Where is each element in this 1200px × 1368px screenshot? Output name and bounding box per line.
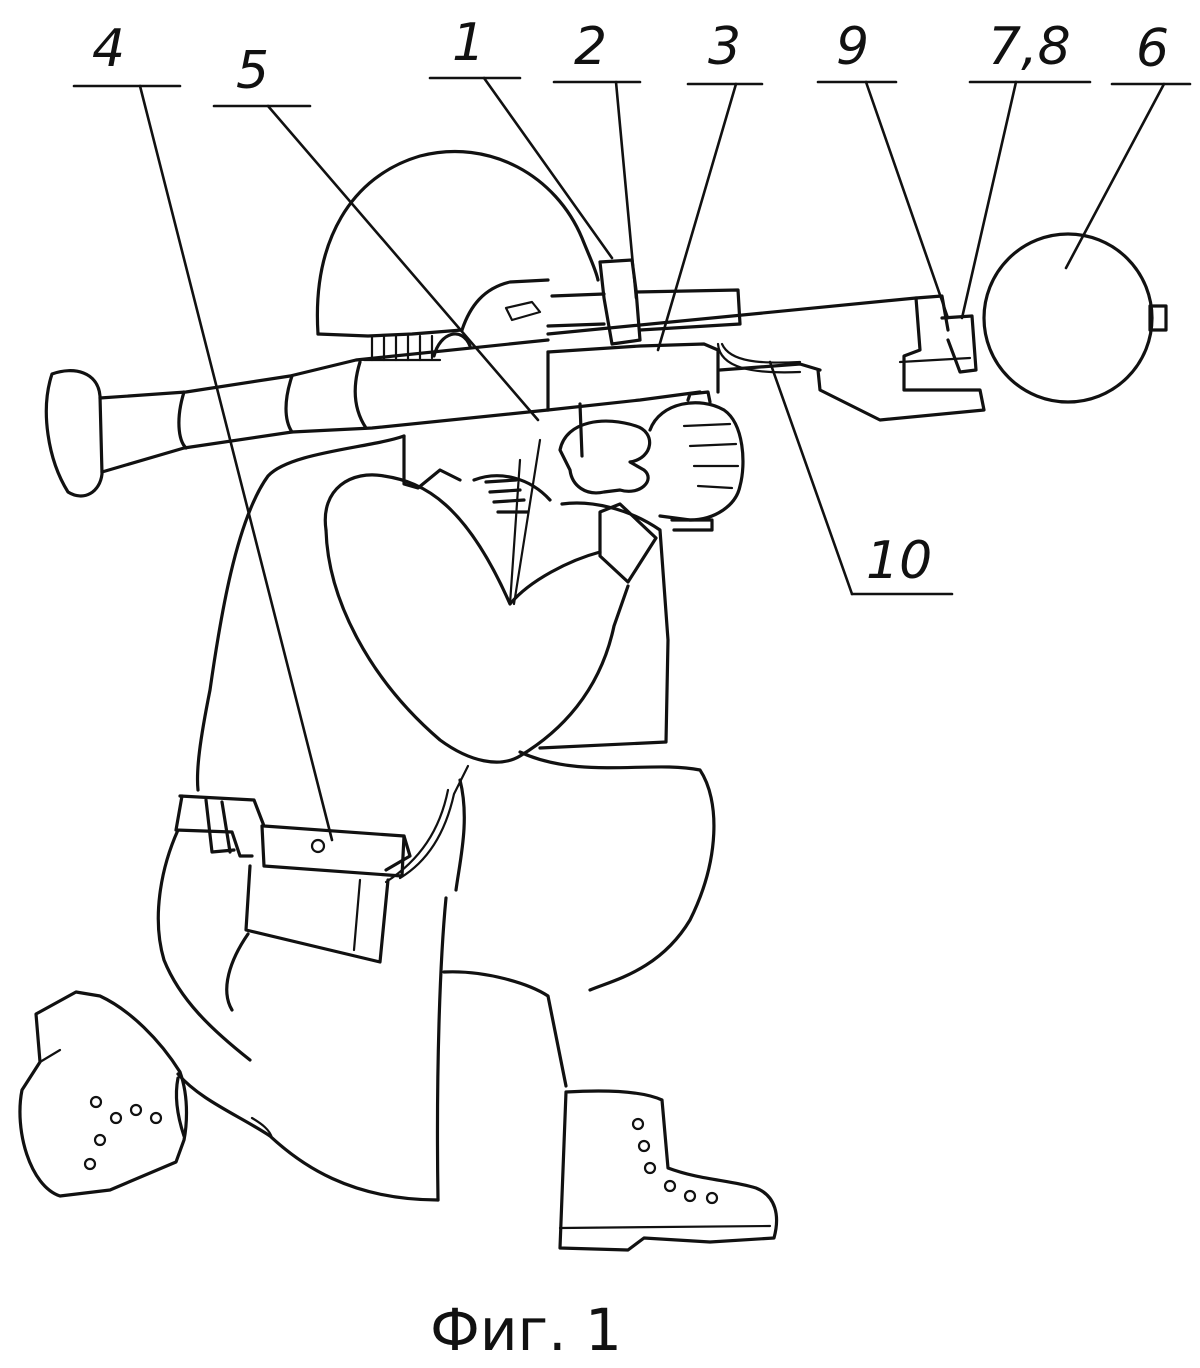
svg-text:9: 9 xyxy=(836,17,869,77)
soldier-torso xyxy=(195,434,670,792)
svg-text:6: 6 xyxy=(1136,19,1169,79)
svg-text:7,8: 7,8 xyxy=(988,17,1071,77)
svg-text:2: 2 xyxy=(574,17,607,77)
wire-10 xyxy=(716,342,802,374)
front-assembly xyxy=(816,296,986,422)
label-10: 10 xyxy=(768,360,954,596)
figure-caption: Фиг. 1 xyxy=(430,1296,622,1364)
label-1: 1 xyxy=(428,13,614,260)
label-6: 6 xyxy=(1064,19,1192,270)
soldier-helmet xyxy=(315,150,600,338)
svg-text:3: 3 xyxy=(708,17,741,77)
sight-unit-1 xyxy=(546,258,642,346)
label-3: 3 xyxy=(656,17,764,352)
body-3 xyxy=(546,342,720,412)
svg-text:4: 4 xyxy=(92,19,125,79)
housing-2 xyxy=(634,288,742,332)
svg-text:5: 5 xyxy=(236,41,269,101)
soldier-head xyxy=(362,278,550,362)
label-9: 9 xyxy=(816,17,950,320)
soldier-legs xyxy=(18,750,779,1252)
launcher-tube xyxy=(44,294,950,498)
label-4: 4 xyxy=(72,19,334,842)
soldier-hands xyxy=(558,390,745,532)
svg-text:1: 1 xyxy=(452,13,485,73)
belt-pouch-4 xyxy=(174,764,470,964)
svg-text:10: 10 xyxy=(866,531,932,591)
soldier-arm xyxy=(323,438,630,764)
label-5: 5 xyxy=(212,41,540,422)
label-7-8: 7,8 xyxy=(960,17,1092,320)
label-2: 2 xyxy=(552,17,642,300)
sphere-6 xyxy=(982,232,1168,404)
